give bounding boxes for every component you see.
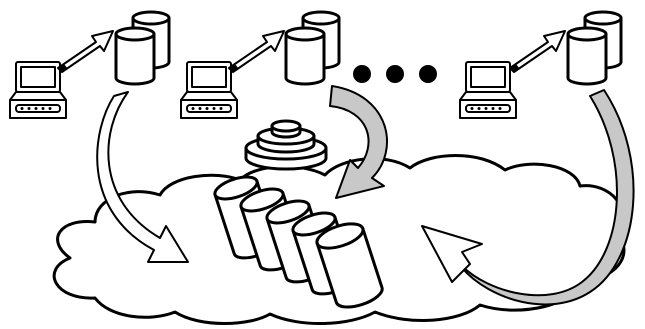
- upload-arrow-icon: [510, 31, 565, 72]
- stacked-discs-icon: [246, 121, 326, 169]
- laptop-icon: [10, 62, 66, 118]
- client-node-2: [181, 12, 339, 118]
- database-pair-icon: [568, 12, 621, 84]
- upload-arrow-icon: [58, 31, 113, 72]
- client-node-1: [10, 12, 169, 118]
- database-pair-icon: [116, 12, 169, 84]
- database-pair-icon: [286, 12, 339, 84]
- laptop-icon: [460, 62, 516, 118]
- upload-arrow-icon: [229, 31, 284, 72]
- ellipsis-icon: [353, 65, 437, 83]
- laptop-icon: [181, 62, 237, 118]
